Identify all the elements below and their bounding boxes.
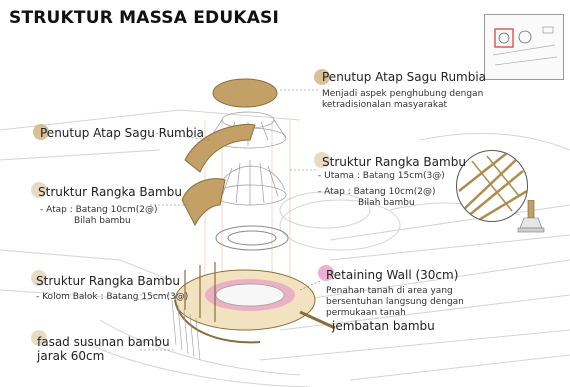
label-frame-right-item2: - Atap : Batang 10cm(2@)	[318, 187, 436, 197]
label-bridge-heading: jembatan bambu	[332, 319, 435, 333]
marker-dot-tan	[31, 330, 47, 346]
bamboo-columns	[184, 262, 216, 322]
frame-arc-left	[181, 178, 226, 227]
label-frame-left-heading: Struktur Rangka Bambu	[38, 185, 182, 199]
label-retaining-desc-2: bersentuhan langsung dengan	[326, 297, 464, 307]
label-retaining-desc-3: permukaan tanah	[326, 308, 406, 318]
roof-thatch-top	[212, 78, 278, 108]
roof-thatch-arc	[184, 123, 256, 173]
ring-beam	[215, 225, 289, 251]
marker-dot-tan	[31, 270, 47, 286]
label-facade-line2: jarak 60cm	[37, 349, 105, 363]
label-frame-right-heading: Struktur Rangka Bambu	[322, 155, 466, 169]
label-roof-left-heading: Penutup Atap Sagu Rumbia	[40, 126, 205, 140]
bamboo-joint-detail-icon	[456, 150, 528, 222]
label-retaining-desc-1: Penahan tanah di area yang	[326, 286, 453, 296]
marker-dot-tan	[33, 124, 49, 140]
label-frame-left-item1: - Atap : Batang 10cm(2@)	[40, 205, 158, 215]
label-roof-top-desc-1: Menjadi aspek penghubung dengan	[322, 89, 484, 99]
label-roof-top-desc-2: ketradisionalan masyarakat	[322, 100, 448, 110]
marker-dot-pink	[318, 265, 334, 281]
leader-lines	[140, 89, 330, 351]
label-frame-right-item1: - Utama : Batang 15cm(3@)	[318, 171, 445, 181]
marker-dot-tan	[314, 152, 330, 168]
label-facade-line1: fasad susunan bambu	[37, 335, 170, 349]
marker-dot-tan	[314, 69, 330, 85]
page-title: STRUKTUR MASSA EDUKASI	[9, 8, 280, 28]
marker-dot-tan	[31, 182, 47, 198]
facade-slats	[171, 299, 201, 361]
label-column-heading: Struktur Rangka Bambu	[36, 274, 180, 288]
label-retaining-heading: Retaining Wall (30cm)	[326, 268, 459, 282]
base-platform	[174, 269, 336, 344]
site-keyplan-icon	[484, 14, 564, 80]
label-frame-right-item2b: Bilah bambu	[358, 198, 415, 208]
label-column-item1: - Kolom Balok : Batang 15cm(3@)	[36, 292, 189, 302]
column-footing-detail-icon	[516, 200, 546, 236]
label-frame-left-item1b: Bilah bambu	[74, 216, 131, 226]
label-roof-top-heading: Penutup Atap Sagu Rumbia	[322, 70, 487, 84]
